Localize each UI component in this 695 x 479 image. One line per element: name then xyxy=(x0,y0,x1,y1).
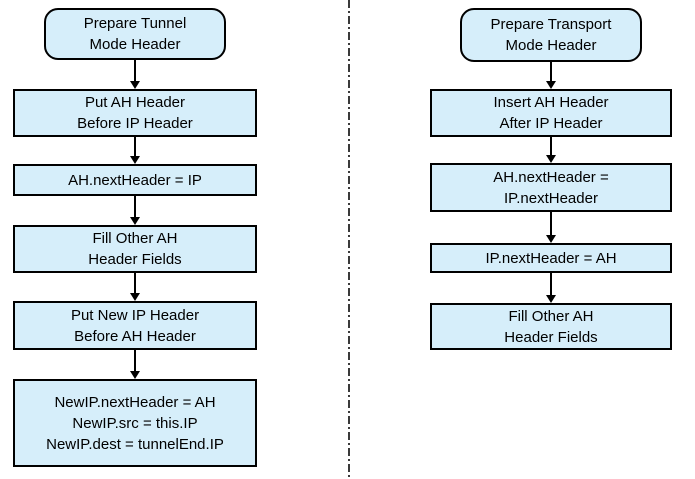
column-divider xyxy=(348,0,350,479)
arrow-head-icon xyxy=(545,295,556,303)
transport-mode-process-node: Fill Other AH Header Fields xyxy=(430,303,672,350)
arrow-line xyxy=(134,350,136,372)
tunnel-mode-process-node: NewIP.nextHeader = AH NewIP.src = this.I… xyxy=(13,379,257,467)
flow-arrow xyxy=(545,62,557,89)
transport-mode-process-node: AH.nextHeader = IP.nextHeader xyxy=(430,163,672,212)
arrow-line xyxy=(134,137,136,157)
arrow-line xyxy=(134,196,136,218)
tunnel-mode-process-node: AH.nextHeader = IP xyxy=(13,164,257,196)
arrow-line xyxy=(550,62,552,82)
flow-arrow xyxy=(129,137,141,164)
tunnel-mode-process-node: Put AH Header Before IP Header xyxy=(13,89,257,137)
flow-arrow xyxy=(129,196,141,225)
transport-mode-process-node: IP.nextHeader = AH xyxy=(430,243,672,273)
flow-arrow xyxy=(129,350,141,379)
arrow-head-icon xyxy=(129,293,140,301)
arrow-line xyxy=(134,60,136,82)
arrow-line xyxy=(550,212,552,236)
arrow-head-icon xyxy=(545,235,556,243)
flow-arrow xyxy=(545,137,557,163)
arrow-head-icon xyxy=(129,217,140,225)
arrow-head-icon xyxy=(545,155,556,163)
tunnel-mode-terminator-node: Prepare Tunnel Mode Header xyxy=(44,8,226,60)
flow-arrow xyxy=(545,273,557,303)
arrow-line xyxy=(550,137,552,156)
flow-arrow xyxy=(545,212,557,243)
arrow-head-icon xyxy=(129,371,140,379)
arrow-head-icon xyxy=(545,81,556,89)
flow-arrow xyxy=(129,273,141,301)
flow-arrow xyxy=(129,60,141,89)
tunnel-mode-process-node: Fill Other AH Header Fields xyxy=(13,225,257,273)
arrow-head-icon xyxy=(129,156,140,164)
arrow-line xyxy=(550,273,552,296)
arrow-head-icon xyxy=(129,81,140,89)
transport-mode-terminator-node: Prepare Transport Mode Header xyxy=(460,8,642,62)
tunnel-mode-process-node: Put New IP Header Before AH Header xyxy=(13,301,257,350)
transport-mode-process-node: Insert AH Header After IP Header xyxy=(430,89,672,137)
arrow-line xyxy=(134,273,136,294)
